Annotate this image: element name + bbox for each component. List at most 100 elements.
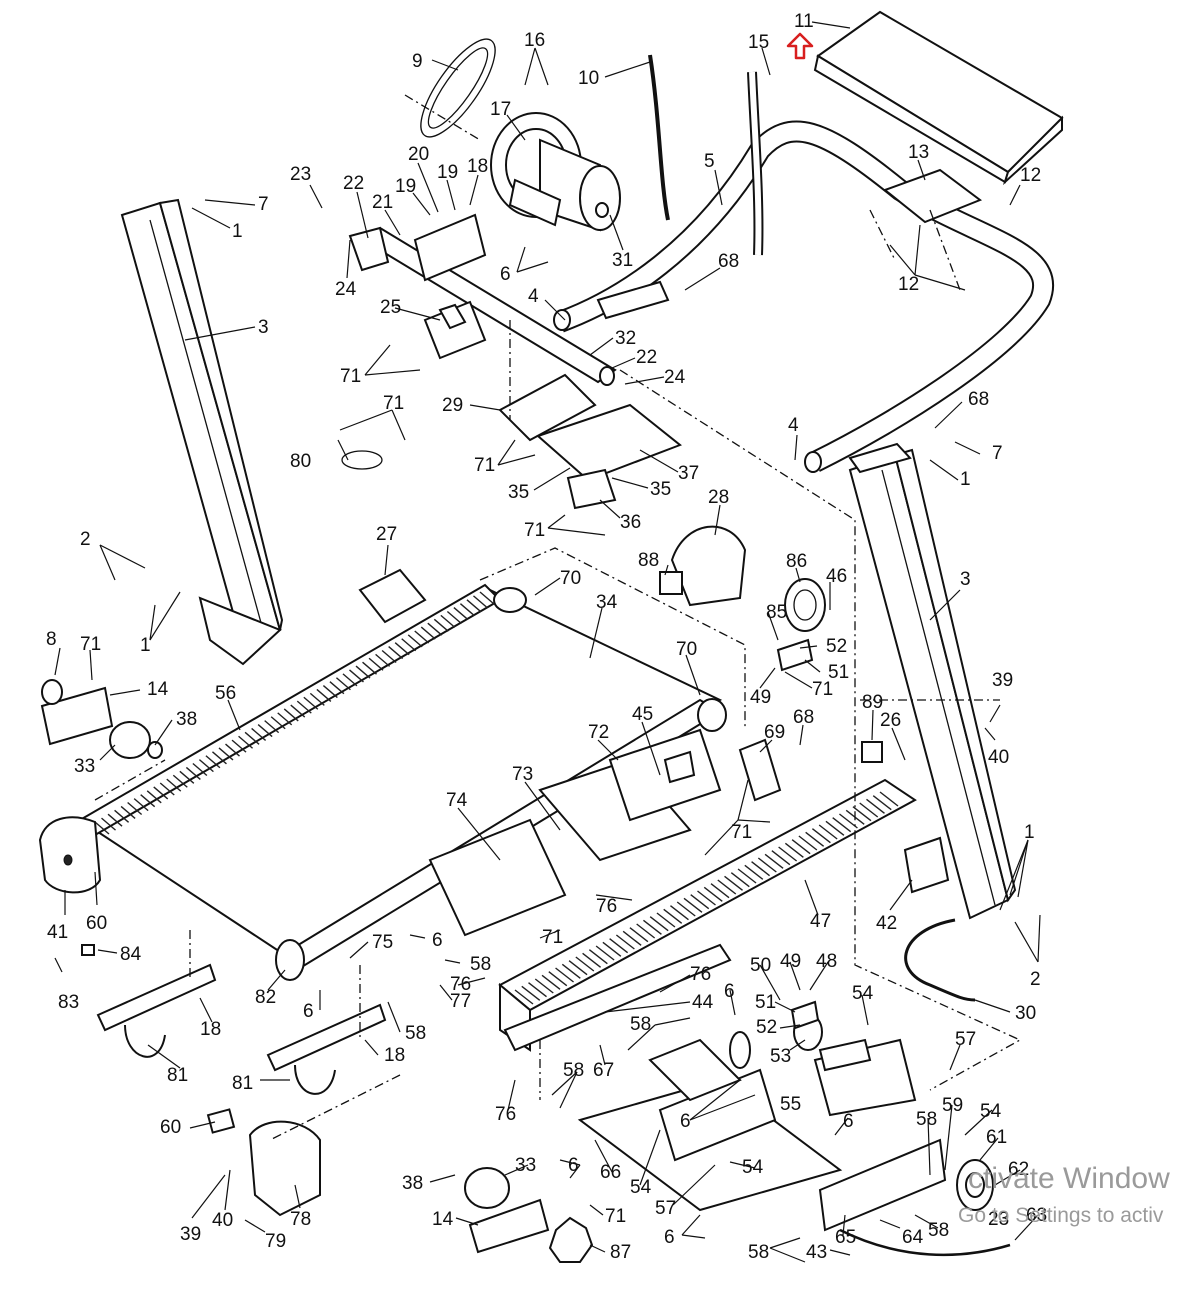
rib-line [433,618,449,632]
callout: 71 [812,679,833,700]
callout: 11 [794,11,814,32]
rib-line [427,622,443,636]
rib-line [629,927,649,943]
rib-line [784,842,804,858]
parts-geometry [38,10,1064,1263]
rib-line [120,805,136,819]
rib-line [446,610,462,625]
rib-line [636,923,656,939]
callout: 6 [680,1111,691,1132]
rib-line [791,839,811,855]
rib-line [401,638,417,652]
rib-line [290,704,306,718]
right-upright [848,442,1017,920]
callout: 26 [880,710,901,731]
rib-line [459,603,475,617]
rib-line [179,770,195,784]
callout: 27 [376,524,397,545]
callout: 65 [835,1227,856,1248]
rib-line [225,743,240,757]
callout: 35 [650,479,671,500]
foot-81-right [266,1003,387,1095]
callout: 71 [383,393,404,414]
rib-line [697,890,716,906]
callout: 89 [862,692,883,713]
rib-line [866,798,885,814]
callout: 18 [384,1045,405,1066]
rib-line [362,661,377,675]
callout: 23 [290,164,311,185]
callout: 40 [988,747,1009,768]
rib-line [205,755,221,769]
callout: 63 [1026,1205,1047,1226]
rib-line [192,762,208,777]
callout: 54 [742,1157,764,1178]
callout: 42 [876,913,897,934]
rib-line [107,813,123,827]
rib-line [257,724,273,738]
rib-line [264,720,280,734]
callout: 81 [232,1073,253,1094]
rib-line [595,945,615,961]
rib-line [101,817,116,831]
callout: 57 [655,1198,676,1219]
callout: 77 [450,991,471,1012]
callout: 51 [828,662,849,683]
rib-line [166,778,182,792]
callout: 71 [524,520,545,541]
callout: 68 [718,251,739,272]
callout: 18 [200,1019,221,1040]
callout: 76 [450,974,471,995]
rib-line [649,916,669,932]
callout: 48 [816,951,837,972]
end-cap-41 [38,816,102,894]
rib-line [811,828,831,844]
rib-line [609,938,629,954]
rib-line [737,868,757,884]
rib-line [818,824,838,840]
callout: 6 [664,1227,675,1248]
callout: 33 [515,1155,536,1176]
rib-line [466,599,482,613]
motor-assembly [413,38,621,282]
callout: 79 [265,1231,286,1252]
callout: 81 [167,1065,188,1086]
callout: 19 [437,162,458,183]
rib-line [381,649,397,664]
callout: 36 [620,512,641,533]
callout: 58 [916,1109,937,1130]
rib-line [479,591,495,605]
callout: 71 [340,366,361,387]
rib-line [778,846,798,862]
rib-line [825,820,845,836]
bracket-27 [358,568,427,624]
callout: 33 [74,756,95,777]
callout: 32 [615,328,636,349]
rib-line [355,665,371,679]
rib-line [231,739,247,753]
safety-cords [648,54,764,256]
rib-line [656,912,676,928]
incline-motor [813,1038,917,1117]
callout: 29 [442,395,463,416]
left-upright [120,198,284,666]
rib-line [528,982,547,998]
callout: 56 [215,683,236,704]
callout: 58 [748,1242,769,1263]
rib-line [764,853,784,869]
callout: 6 [303,1001,314,1022]
callout: 50 [750,955,771,976]
rib-line [172,774,188,788]
callout: 49 [780,951,801,972]
callout: 55 [780,1094,801,1115]
callout: 70 [676,639,697,660]
callout: 75 [372,932,393,953]
rib-line [859,802,879,818]
rib-line [309,692,325,706]
callout: 72 [588,722,609,743]
callout: 67 [593,1060,614,1081]
callout: 24 [664,367,686,388]
callout: 71 [605,1206,626,1227]
callout: 82 [255,987,276,1008]
